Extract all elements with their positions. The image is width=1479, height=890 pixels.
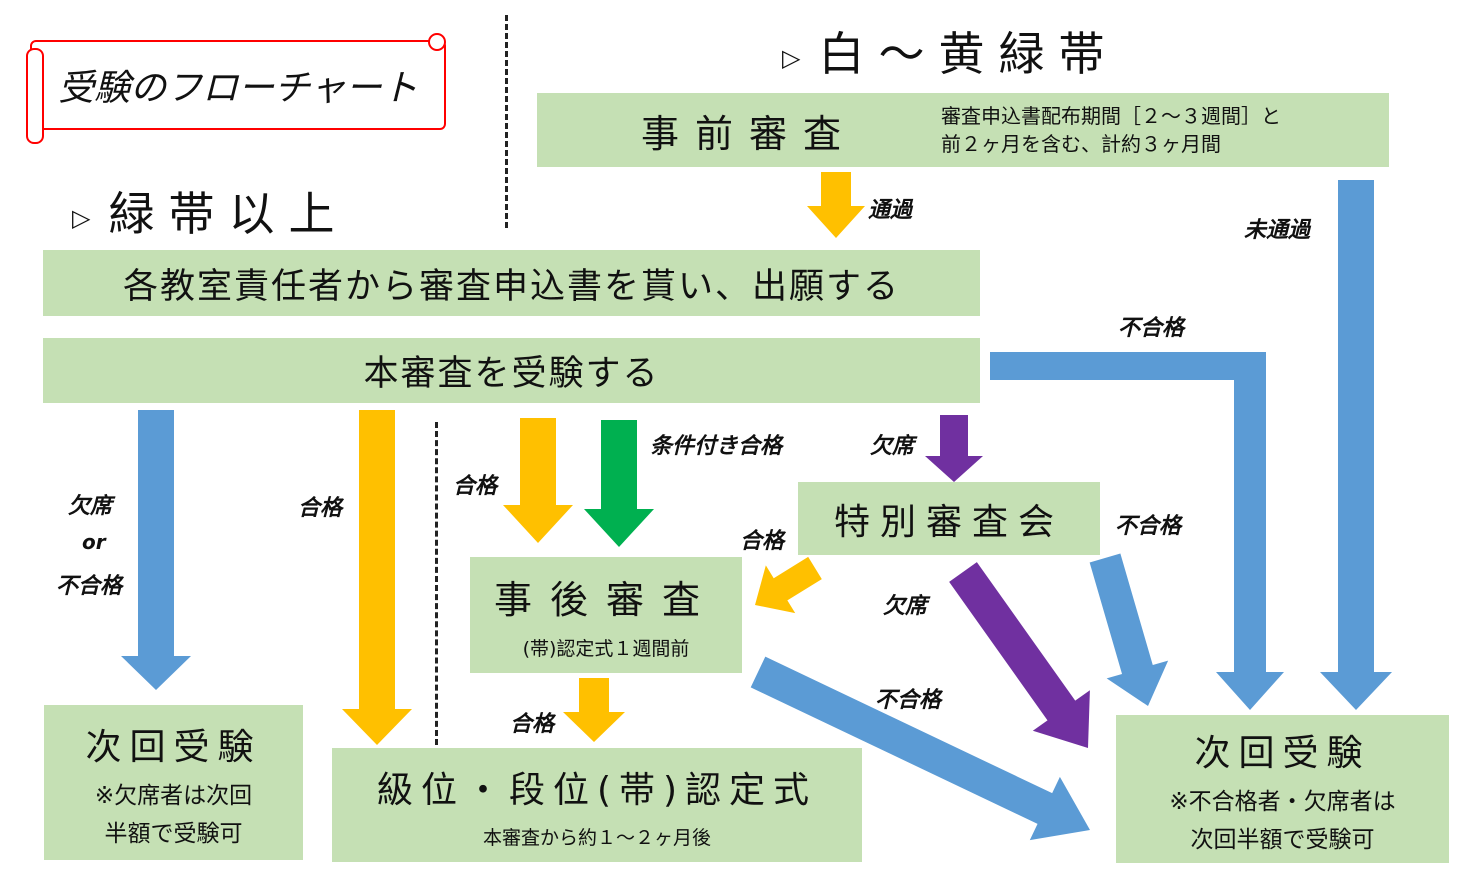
pre-review-note-line1: 審査申込書配布期間［２～３週間］と [941,104,1281,128]
next-right-note1: ※不合格者・欠席者は [1169,789,1396,815]
arrow-pass-mid [503,418,573,543]
box-post-review: 事後審査 (帯)認定式１週間前 [470,557,742,673]
apply-title: 各教室責任者から審査申込書を貰い、出願する [122,266,900,307]
next-left-note2: 半額で受験可 [104,820,243,847]
label-fail-pre: 未通過 [1244,218,1311,243]
pre-review-note: 審査申込書配布期間［２～３週間］と 前２ヶ月を含む、計約３ヶ月間 [941,102,1281,158]
next-left-note1: ※欠席者は次回 [94,782,253,809]
next-right-note2: 次回半額で受験可 [1190,827,1375,853]
post-review-title: 事後審査 [493,578,718,622]
scroll-curl-left [26,48,44,144]
box-special-review: 特別審査会 [798,482,1100,555]
heading-right-text: 白～黄緑帯 [818,27,1119,81]
scroll-curl-right [428,33,446,51]
arrow-conditional [584,420,654,547]
triangle-icon: ▷ [782,43,801,72]
arrow-fail-main [990,352,1284,710]
post-review-note: (帯)認定式１週間前 [522,638,690,660]
label-fail-post: 不合格 [875,688,942,713]
box-pre-review: 事前審査 審査申込書配布期間［２～３週間］と 前２ヶ月を含む、計約３ヶ月間 [537,93,1389,167]
heading-left: ▷ 緑帯以上 [72,178,348,244]
main-exam-title: 本審査を受験する [363,354,660,394]
arrow-pass-special [755,556,822,614]
label-absent-or-fail-1: 欠席 [68,494,113,519]
title: 受験のフローチャート [58,68,418,109]
label-absent-or-fail-2: or [82,530,106,554]
label-pass-left: 合格 [298,496,343,521]
arrow-absent-special [925,415,983,482]
label-absent-special2: 欠席 [883,594,928,619]
label-pass-post: 合格 [510,712,555,737]
label-pass-special: 合格 [740,529,785,554]
ceremony-title: 級位・段位(帯)認定式 [376,769,818,811]
box-ceremony: 級位・段位(帯)認定式 本審査から約１～２ヶ月後 [332,748,862,862]
special-title: 特別審査会 [833,501,1064,543]
pre-review-note-line2: 前２ヶ月を含む、計約３ヶ月間 [941,132,1221,156]
next-right-title: 次回受験 [1194,733,1371,774]
divider-top [505,15,508,228]
box-main-exam: 本審査を受験する [43,338,980,403]
arrow-pass-post [563,678,625,742]
heading-left-text: 緑帯以上 [108,187,349,241]
arrow-fail-pre [1320,180,1392,710]
heading-right: ▷ 白～黄緑帯 [782,18,1118,84]
arrow-absent-left [121,410,191,690]
title-scroll: 受験のフローチャート [30,40,446,130]
label-pass-mid: 合格 [453,474,498,499]
arrow-pass-left [342,410,412,745]
label-pass-pre: 通過 [868,198,913,223]
arrow-absent-special2 [949,562,1090,748]
pre-review-title: 事前審査 [641,111,858,156]
arrow-pass-pre [807,172,865,238]
triangle-icon: ▷ [72,203,91,232]
box-next-exam-right: 次回受験 ※不合格者・欠席者は 次回半額で受験可 [1116,715,1449,863]
next-left-title: 次回受験 [85,726,262,768]
arrow-fail-post [750,656,1090,841]
ceremony-note: 本審査から約１～２ヶ月後 [482,826,711,849]
box-apply: 各教室責任者から審査申込書を貰い、出願する [43,250,980,316]
label-conditional: 条件付き合格 [650,434,783,459]
label-fail-top: 不合格 [1118,316,1185,341]
divider-middle [435,422,438,745]
box-next-exam-left: 次回受験 ※欠席者は次回 半額で受験可 [44,705,303,860]
label-fail-special: 不合格 [1115,514,1182,539]
label-absent-special: 欠席 [870,434,915,459]
arrow-fail-special [1089,553,1169,706]
label-absent-or-fail-3: 不合格 [56,574,123,599]
